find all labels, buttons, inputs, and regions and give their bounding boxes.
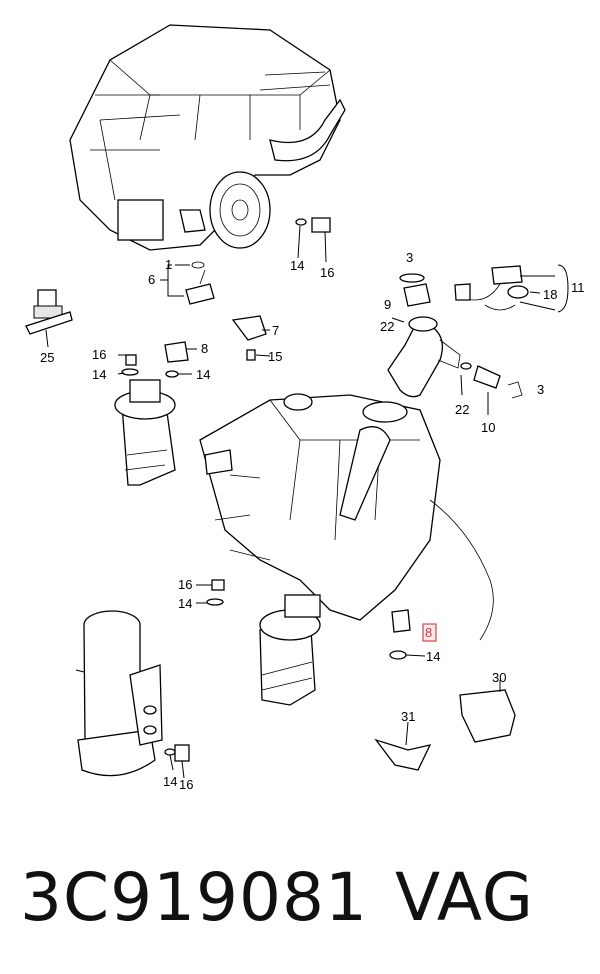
callout-22: 22 <box>455 402 469 417</box>
callout-14: 14 <box>163 774 177 789</box>
part-number: 3C919081 <box>20 859 369 936</box>
callout-16: 16 <box>92 347 106 362</box>
callout-11: 11 <box>571 280 585 295</box>
callout-14: 14 <box>92 367 106 382</box>
callout-8: 8 <box>201 341 208 356</box>
bracket-part-7 <box>231 315 271 361</box>
callout-16: 16 <box>178 577 192 592</box>
callout-14: 14 <box>178 596 192 611</box>
callout-labels: 3 9 22 11 18 25 14 16 1 6 7 15 16 14 8 1… <box>40 250 585 792</box>
sensor-part-11 <box>454 264 569 313</box>
filter-housing-bottom <box>75 610 190 779</box>
callout-6: 6 <box>148 272 155 287</box>
bracket-part-31 <box>374 721 432 771</box>
valve-part-25 <box>25 289 73 348</box>
connector-part-30 <box>459 680 516 743</box>
callout-30: 30 <box>492 670 506 685</box>
callout-3: 3 <box>406 250 413 265</box>
callout-9: 9 <box>384 297 391 312</box>
callout-22: 22 <box>380 319 394 334</box>
callout-10: 10 <box>481 420 495 435</box>
sensor-part-6 <box>160 261 215 305</box>
callout-16: 16 <box>179 777 193 792</box>
leader-lines <box>117 348 212 604</box>
engine-top-illustration <box>69 24 346 251</box>
bolt-washer-top <box>295 217 331 263</box>
callout-3: 3 <box>537 382 544 397</box>
highlighted-callout-box <box>422 623 437 642</box>
fuel-filter-left <box>114 341 189 486</box>
callout-31: 31 <box>401 709 415 724</box>
callout-14: 14 <box>196 367 210 382</box>
callout-14: 14 <box>290 258 304 273</box>
callout-8-highlighted: 8 <box>425 625 432 640</box>
callout-1: 1 <box>165 257 172 272</box>
exploded-parts-diagram: 3 9 22 11 18 25 14 16 1 6 7 15 16 14 8 1… <box>25 24 585 792</box>
callout-18: 18 <box>543 287 557 302</box>
footer: 3C919081 VAG <box>0 850 600 960</box>
thermostat-housing <box>387 273 523 415</box>
callout-14: 14 <box>426 649 440 664</box>
callout-25: 25 <box>40 350 54 365</box>
brand-name: VAG <box>395 859 535 936</box>
callout-7: 7 <box>272 323 279 338</box>
callout-15: 15 <box>268 349 282 364</box>
fuel-filter-middle <box>206 579 426 706</box>
engine-middle-illustration <box>199 393 494 641</box>
callout-16: 16 <box>320 265 334 280</box>
